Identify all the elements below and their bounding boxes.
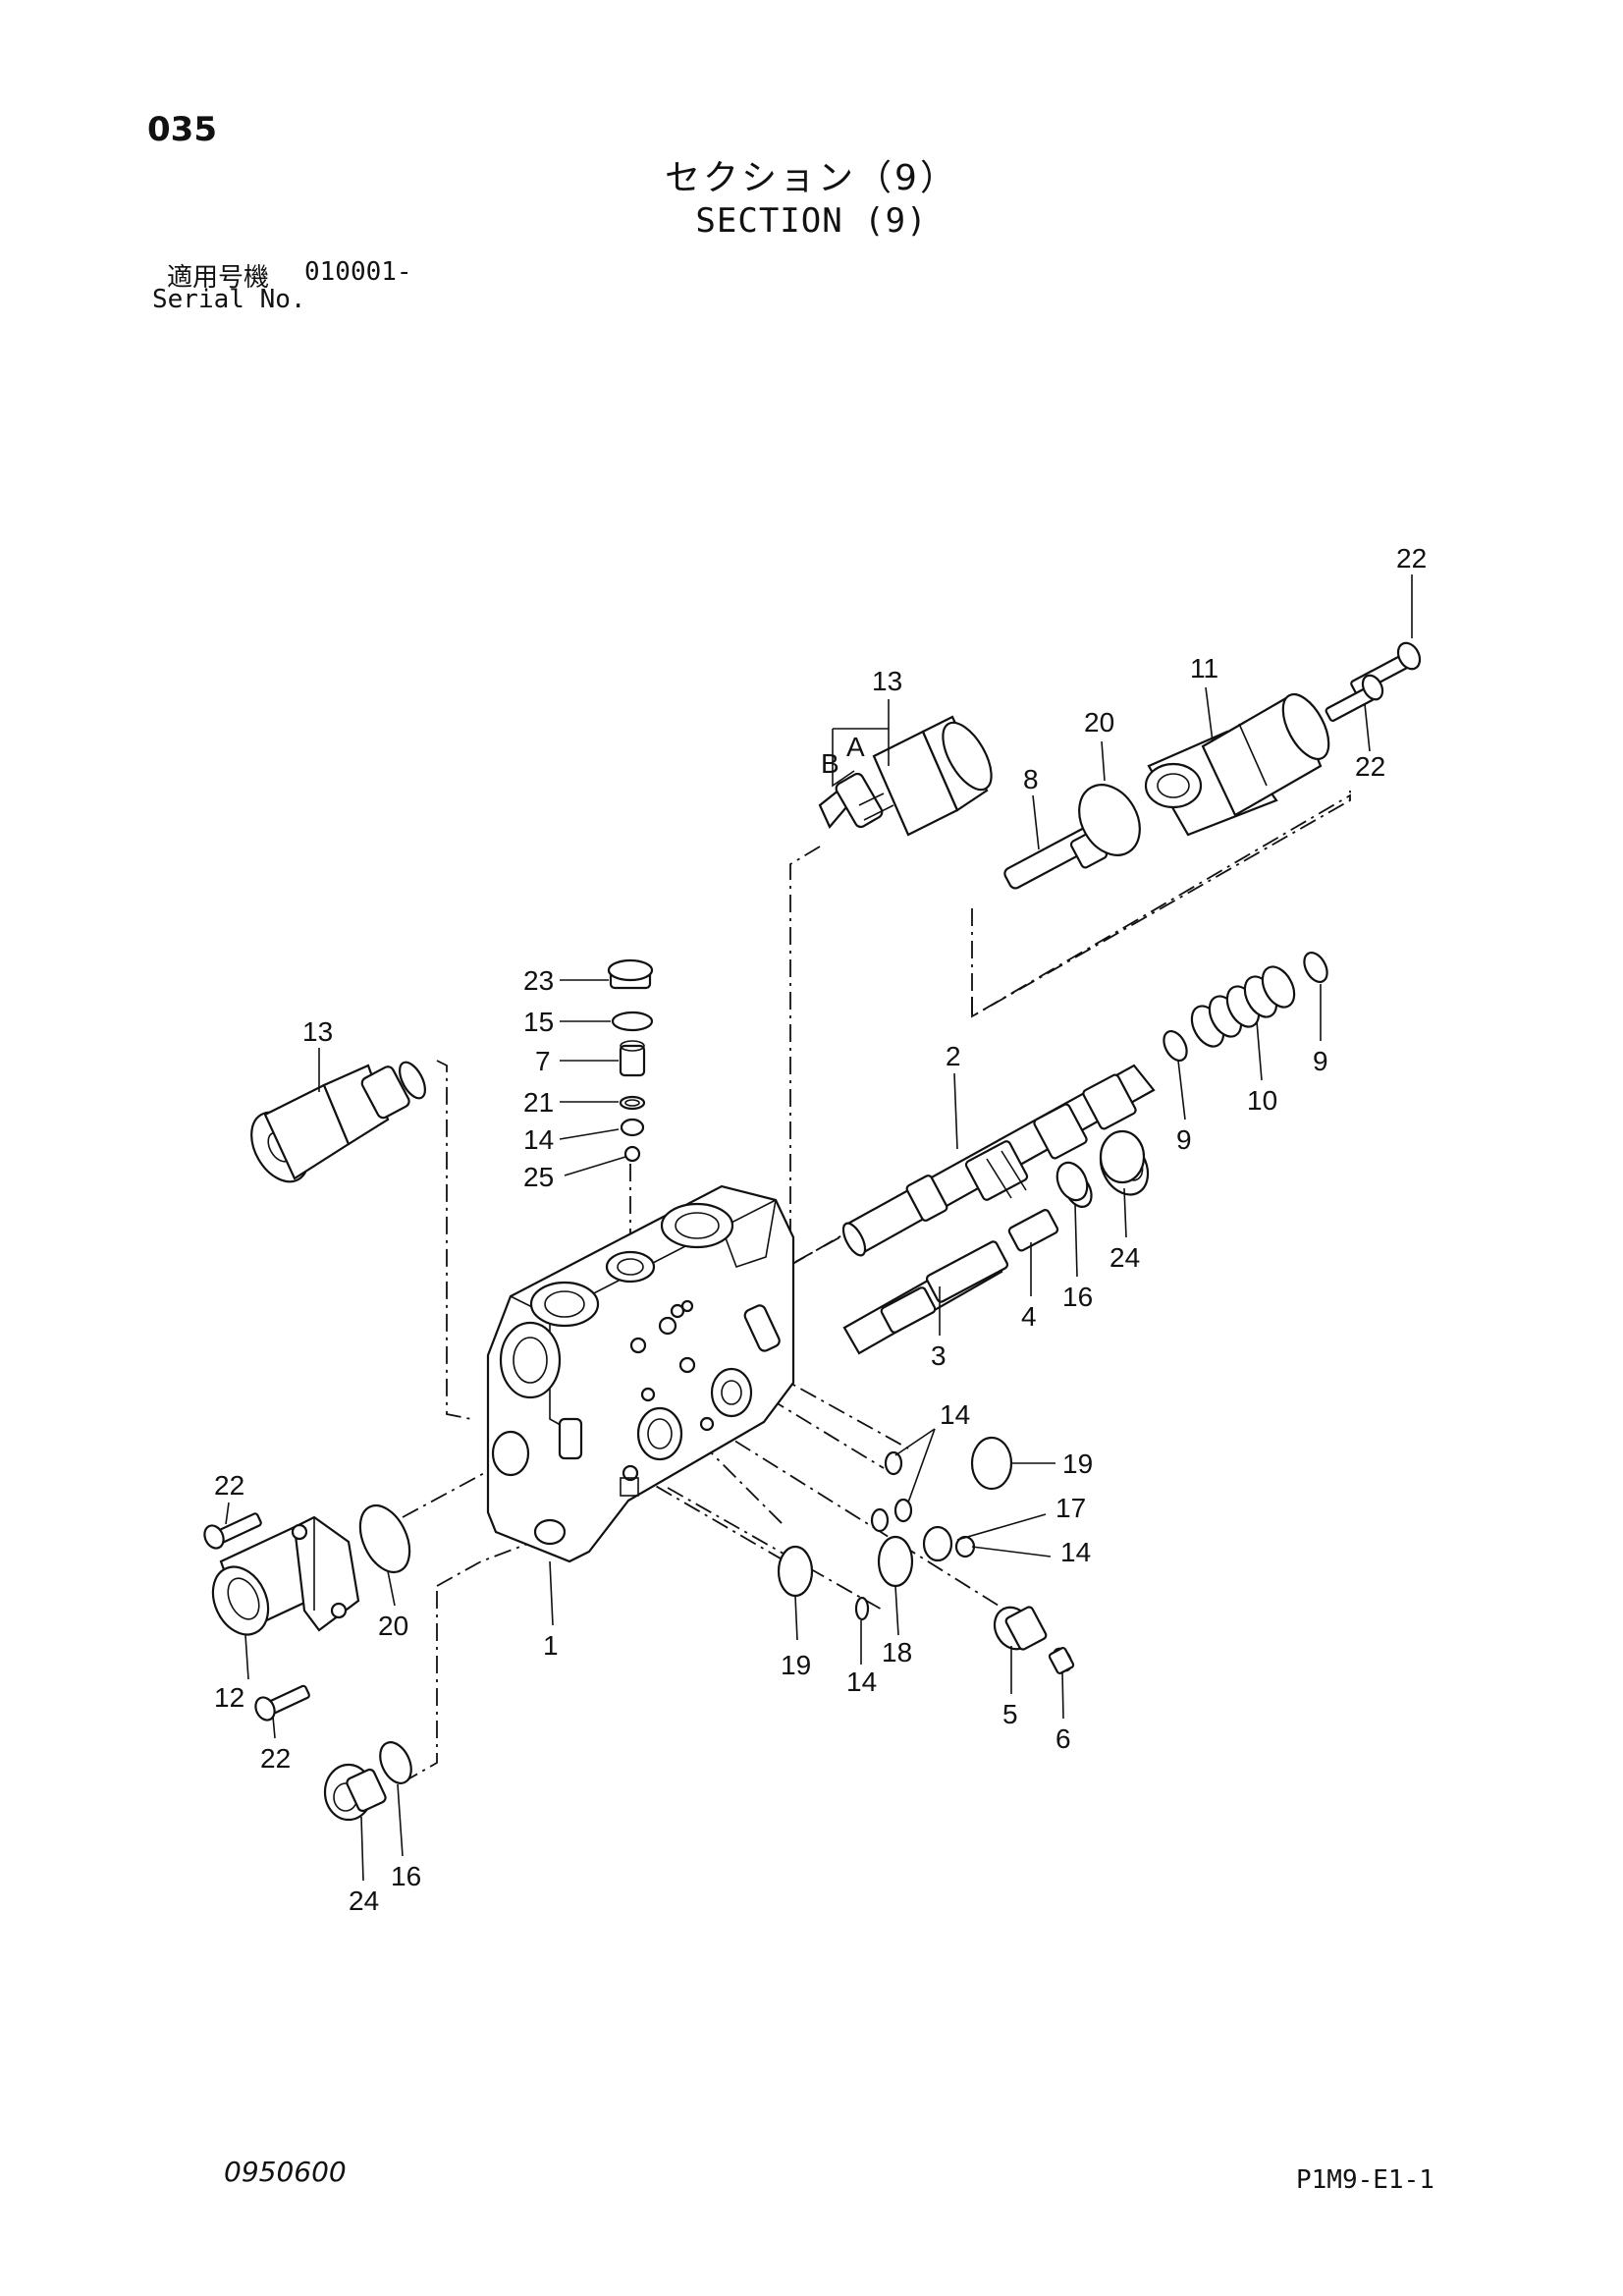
page-number: 035 (147, 110, 217, 149)
callout-1: 1 (543, 1630, 559, 1661)
sheet-code: P1M9-E1-1 (1296, 2165, 1434, 2195)
callout-13: 13 (302, 1016, 333, 1047)
callout-11: 11 (1190, 653, 1218, 683)
serial-label-english: Serial No. (152, 285, 306, 314)
callout-14: 14 (523, 1124, 554, 1155)
callout-14: 14 (940, 1399, 970, 1430)
callout-8: 8 (1023, 764, 1039, 794)
plug-left (323, 1741, 412, 1822)
cap-housing-left (211, 1515, 360, 1636)
callout-16: 16 (1062, 1282, 1093, 1312)
right-small-parts (777, 1436, 1075, 1674)
spool (841, 1064, 1156, 1257)
callout-21: 21 (523, 1087, 554, 1118)
callout-19: 19 (1062, 1449, 1093, 1479)
callout-5: 5 (1002, 1699, 1018, 1729)
callout-24: 24 (1109, 1242, 1140, 1273)
callout-22: 22 (260, 1743, 291, 1774)
title-english: SECTION (9) (695, 201, 928, 241)
o-ring-20-top (1078, 784, 1141, 856)
callout-3: 3 (931, 1340, 947, 1371)
callout-a: A (846, 732, 865, 762)
callout-10: 10 (1247, 1085, 1277, 1116)
bolts-left (203, 1512, 310, 1722)
relief-valve-top (818, 715, 993, 837)
callout-25: 25 (523, 1162, 554, 1192)
bolts-top (1325, 641, 1422, 722)
callout-2: 2 (946, 1041, 961, 1071)
serial-label-japanese: 適用号機 (167, 263, 270, 293)
valve-body (486, 1184, 795, 1563)
callout-4: 4 (1021, 1301, 1037, 1332)
callout-16: 16 (391, 1861, 421, 1891)
spring-set (1163, 952, 1328, 1062)
o-ring-20-left (358, 1503, 411, 1574)
callout-19: 19 (781, 1650, 811, 1680)
callout-9: 9 (1176, 1124, 1192, 1155)
callout-6: 6 (1055, 1723, 1071, 1754)
callout-22: 22 (214, 1470, 244, 1501)
callout-b: B (821, 748, 839, 779)
title-japanese: セクション（9） (665, 158, 958, 198)
callout-7: 7 (535, 1046, 551, 1076)
leader-lines (225, 574, 1413, 1882)
callout-20: 20 (378, 1611, 408, 1641)
callout-23: 23 (523, 965, 554, 996)
callout-24: 24 (349, 1886, 379, 1916)
cap-housing (1144, 693, 1330, 837)
callout-labels: 22 13 A B 11 20 22 8 23 15 7 21 14 25 13… (214, 543, 1427, 1916)
callout-17: 17 (1055, 1493, 1086, 1523)
callout-13: 13 (872, 666, 902, 696)
callout-9: 9 (1313, 1046, 1328, 1076)
plug-right (1055, 1129, 1146, 1202)
serial-value: 010001- (304, 257, 412, 287)
relief-valve-left (250, 1061, 426, 1183)
callout-14: 14 (846, 1667, 877, 1697)
document-code: 0950600 (224, 2156, 347, 2188)
plug-stack (607, 958, 654, 1163)
callout-20: 20 (1084, 707, 1114, 738)
callout-15: 15 (523, 1007, 554, 1037)
callout-12: 12 (214, 1682, 244, 1713)
callout-14: 14 (1060, 1537, 1091, 1567)
callout-22: 22 (1396, 543, 1427, 574)
callout-22: 22 (1355, 751, 1385, 782)
callout-18: 18 (882, 1637, 912, 1667)
